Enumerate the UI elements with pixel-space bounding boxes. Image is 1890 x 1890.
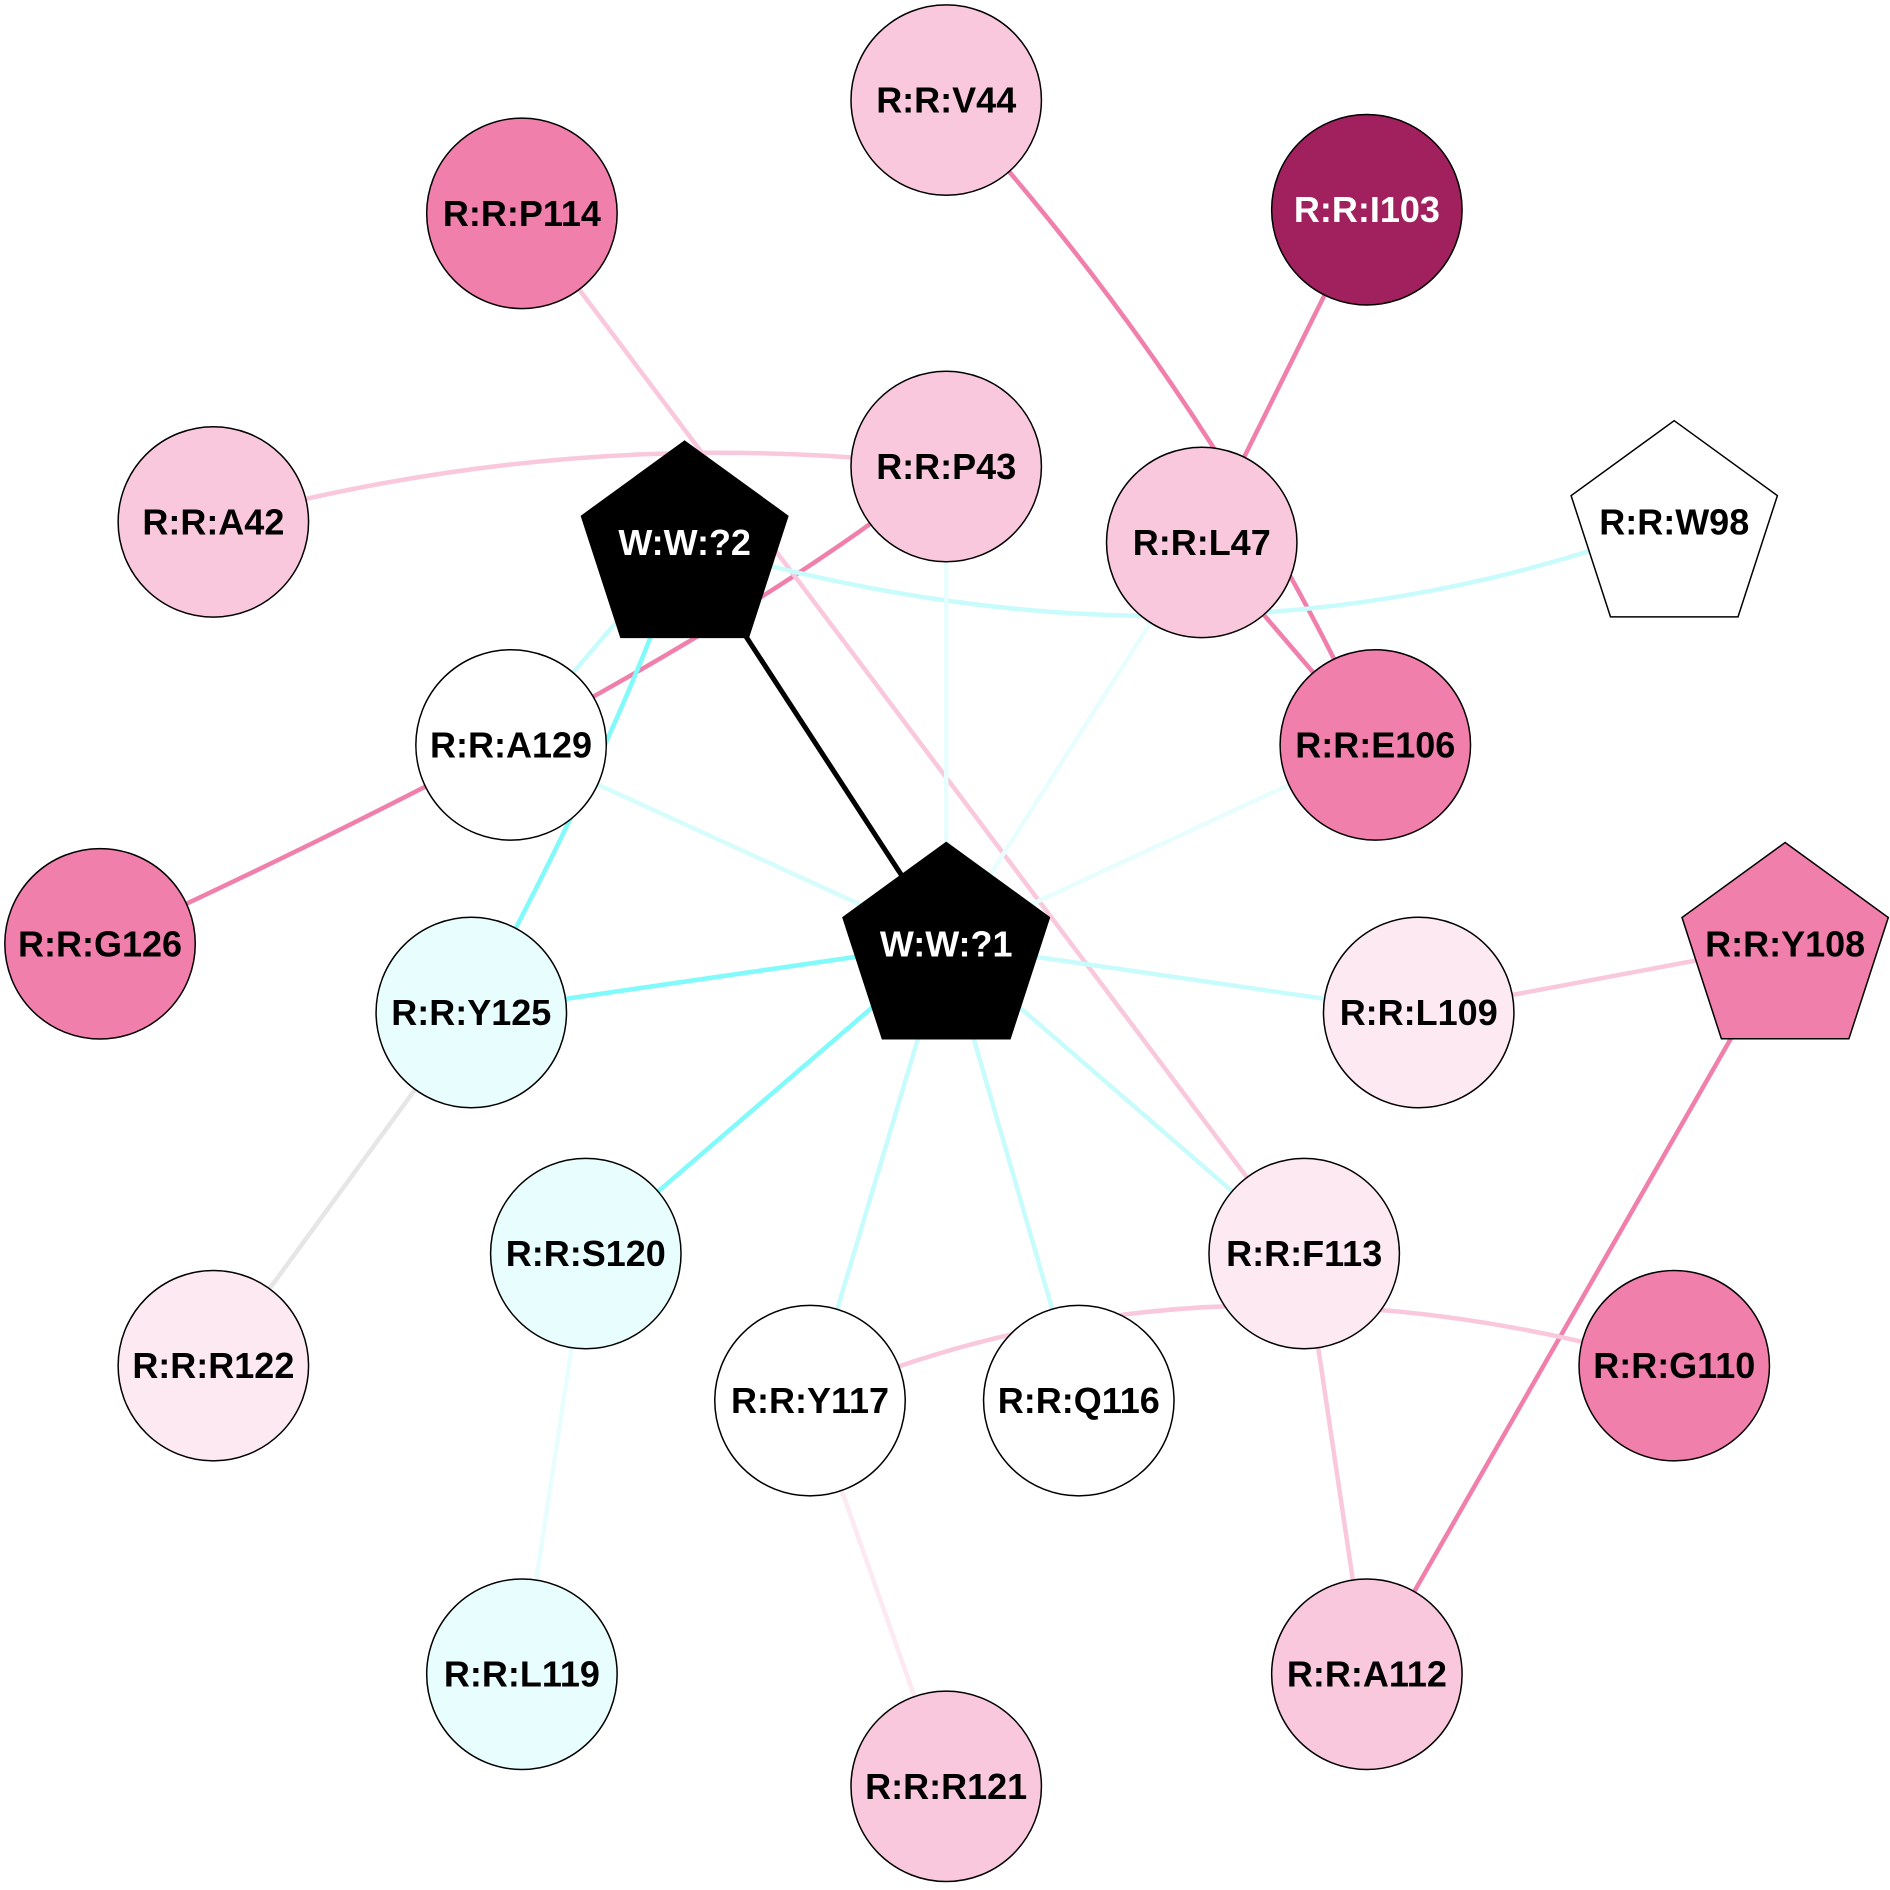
node-a42[interactable]: R:R:A42	[117, 425, 310, 618]
node-circle-shape	[1270, 1578, 1463, 1771]
node-s120[interactable]: R:R:S120	[489, 1157, 682, 1350]
node-circle-shape	[982, 1304, 1175, 1497]
node-circle-shape	[489, 1157, 682, 1350]
node-pentagon-shape	[580, 440, 789, 639]
node-p114[interactable]: R:R:P114	[425, 117, 618, 310]
edge-v44-e106	[943, 97, 1378, 748]
node-label: R:R:A112	[1287, 1654, 1447, 1695]
node-label: R:R:A129	[430, 724, 592, 765]
node-a129[interactable]: R:R:A129	[415, 648, 608, 841]
node-label: R:R:E106	[1295, 724, 1455, 765]
node-p43[interactable]: R:R:P43	[850, 370, 1043, 563]
edge-y108-a112	[1364, 941, 1788, 1677]
node-y108[interactable]: R:R:Y108	[1681, 841, 1890, 1040]
node-l109[interactable]: R:R:L109	[1322, 916, 1515, 1109]
node-circle-shape	[1208, 1157, 1401, 1350]
node-f113[interactable]: R:R:F113	[1208, 1157, 1401, 1350]
node-circle-shape	[1270, 113, 1463, 306]
node-pentagon-shape	[1681, 841, 1890, 1040]
node-r121[interactable]: R:R:R121	[850, 1690, 1043, 1883]
node-circle-shape	[117, 1269, 310, 1462]
node-label: R:R:L119	[444, 1654, 600, 1695]
node-r122[interactable]: R:R:R122	[117, 1269, 310, 1462]
node-w98[interactable]: R:R:W98	[1570, 419, 1779, 618]
node-y125[interactable]: R:R:Y125	[375, 916, 568, 1109]
node-circle-shape	[4, 847, 197, 1040]
node-label: R:R:R121	[865, 1766, 1027, 1807]
node-label: R:R:L47	[1133, 522, 1271, 563]
node-g126[interactable]: R:R:G126	[4, 847, 197, 1040]
node-g110[interactable]: R:R:G110	[1578, 1269, 1771, 1462]
node-circle-shape	[1105, 446, 1298, 639]
node-label: W:W:?2	[618, 522, 751, 563]
node-w1[interactable]: W:W:?1	[842, 841, 1051, 1040]
node-label: R:R:R122	[132, 1345, 294, 1386]
node-label: R:R:Y108	[1705, 923, 1865, 964]
node-label: R:R:P114	[443, 193, 601, 234]
node-label: R:R:L109	[1340, 992, 1498, 1033]
node-circle-shape	[375, 916, 568, 1109]
node-e106[interactable]: R:R:E106	[1279, 648, 1472, 841]
node-l119[interactable]: R:R:L119	[425, 1578, 618, 1771]
node-y117[interactable]: R:R:Y117	[714, 1304, 906, 1497]
node-label: R:R:Y117	[731, 1380, 889, 1421]
node-circle-shape	[415, 648, 608, 841]
edge-p114-f113	[519, 211, 1307, 1256]
node-label: R:R:W98	[1599, 501, 1749, 542]
node-label: R:R:G126	[18, 923, 182, 964]
node-circle-shape	[425, 1578, 618, 1771]
node-i103[interactable]: R:R:I103	[1270, 113, 1463, 306]
node-label: R:R:A42	[142, 501, 284, 542]
node-circle-shape	[850, 370, 1043, 563]
node-circle-shape	[714, 1304, 906, 1497]
node-pentagon-shape	[842, 841, 1051, 1040]
node-circle-shape	[1279, 648, 1472, 841]
node-label: R:R:Y125	[391, 992, 551, 1033]
edge-a42-p43	[211, 450, 949, 525]
node-circle-shape	[850, 4, 1043, 197]
node-a112[interactable]: R:R:A112	[1270, 1578, 1463, 1771]
node-label: R:R:S120	[506, 1233, 666, 1274]
node-label: W:W:?1	[880, 923, 1013, 964]
node-label: R:R:Q116	[998, 1380, 1160, 1421]
node-q116[interactable]: R:R:Q116	[982, 1304, 1175, 1497]
node-v44[interactable]: R:R:V44	[850, 4, 1043, 197]
node-w2[interactable]: W:W:?2	[580, 440, 789, 639]
node-pentagon-shape	[1570, 419, 1779, 618]
node-label: R:R:V44	[876, 80, 1016, 121]
node-circle-shape	[1578, 1269, 1771, 1462]
node-circle-shape	[850, 1690, 1043, 1883]
node-circle-shape	[117, 425, 310, 618]
node-label: R:R:G110	[1593, 1345, 1755, 1386]
node-label: R:R:F113	[1226, 1233, 1382, 1274]
node-l47[interactable]: R:R:L47	[1105, 446, 1298, 639]
edge-y117-g110	[807, 1303, 1677, 1403]
node-label: R:R:I103	[1294, 189, 1440, 230]
node-label: R:R:P43	[876, 446, 1016, 487]
edge-p43-g126	[97, 464, 949, 947]
node-circle-shape	[425, 117, 618, 310]
node-circle-shape	[1322, 916, 1515, 1109]
